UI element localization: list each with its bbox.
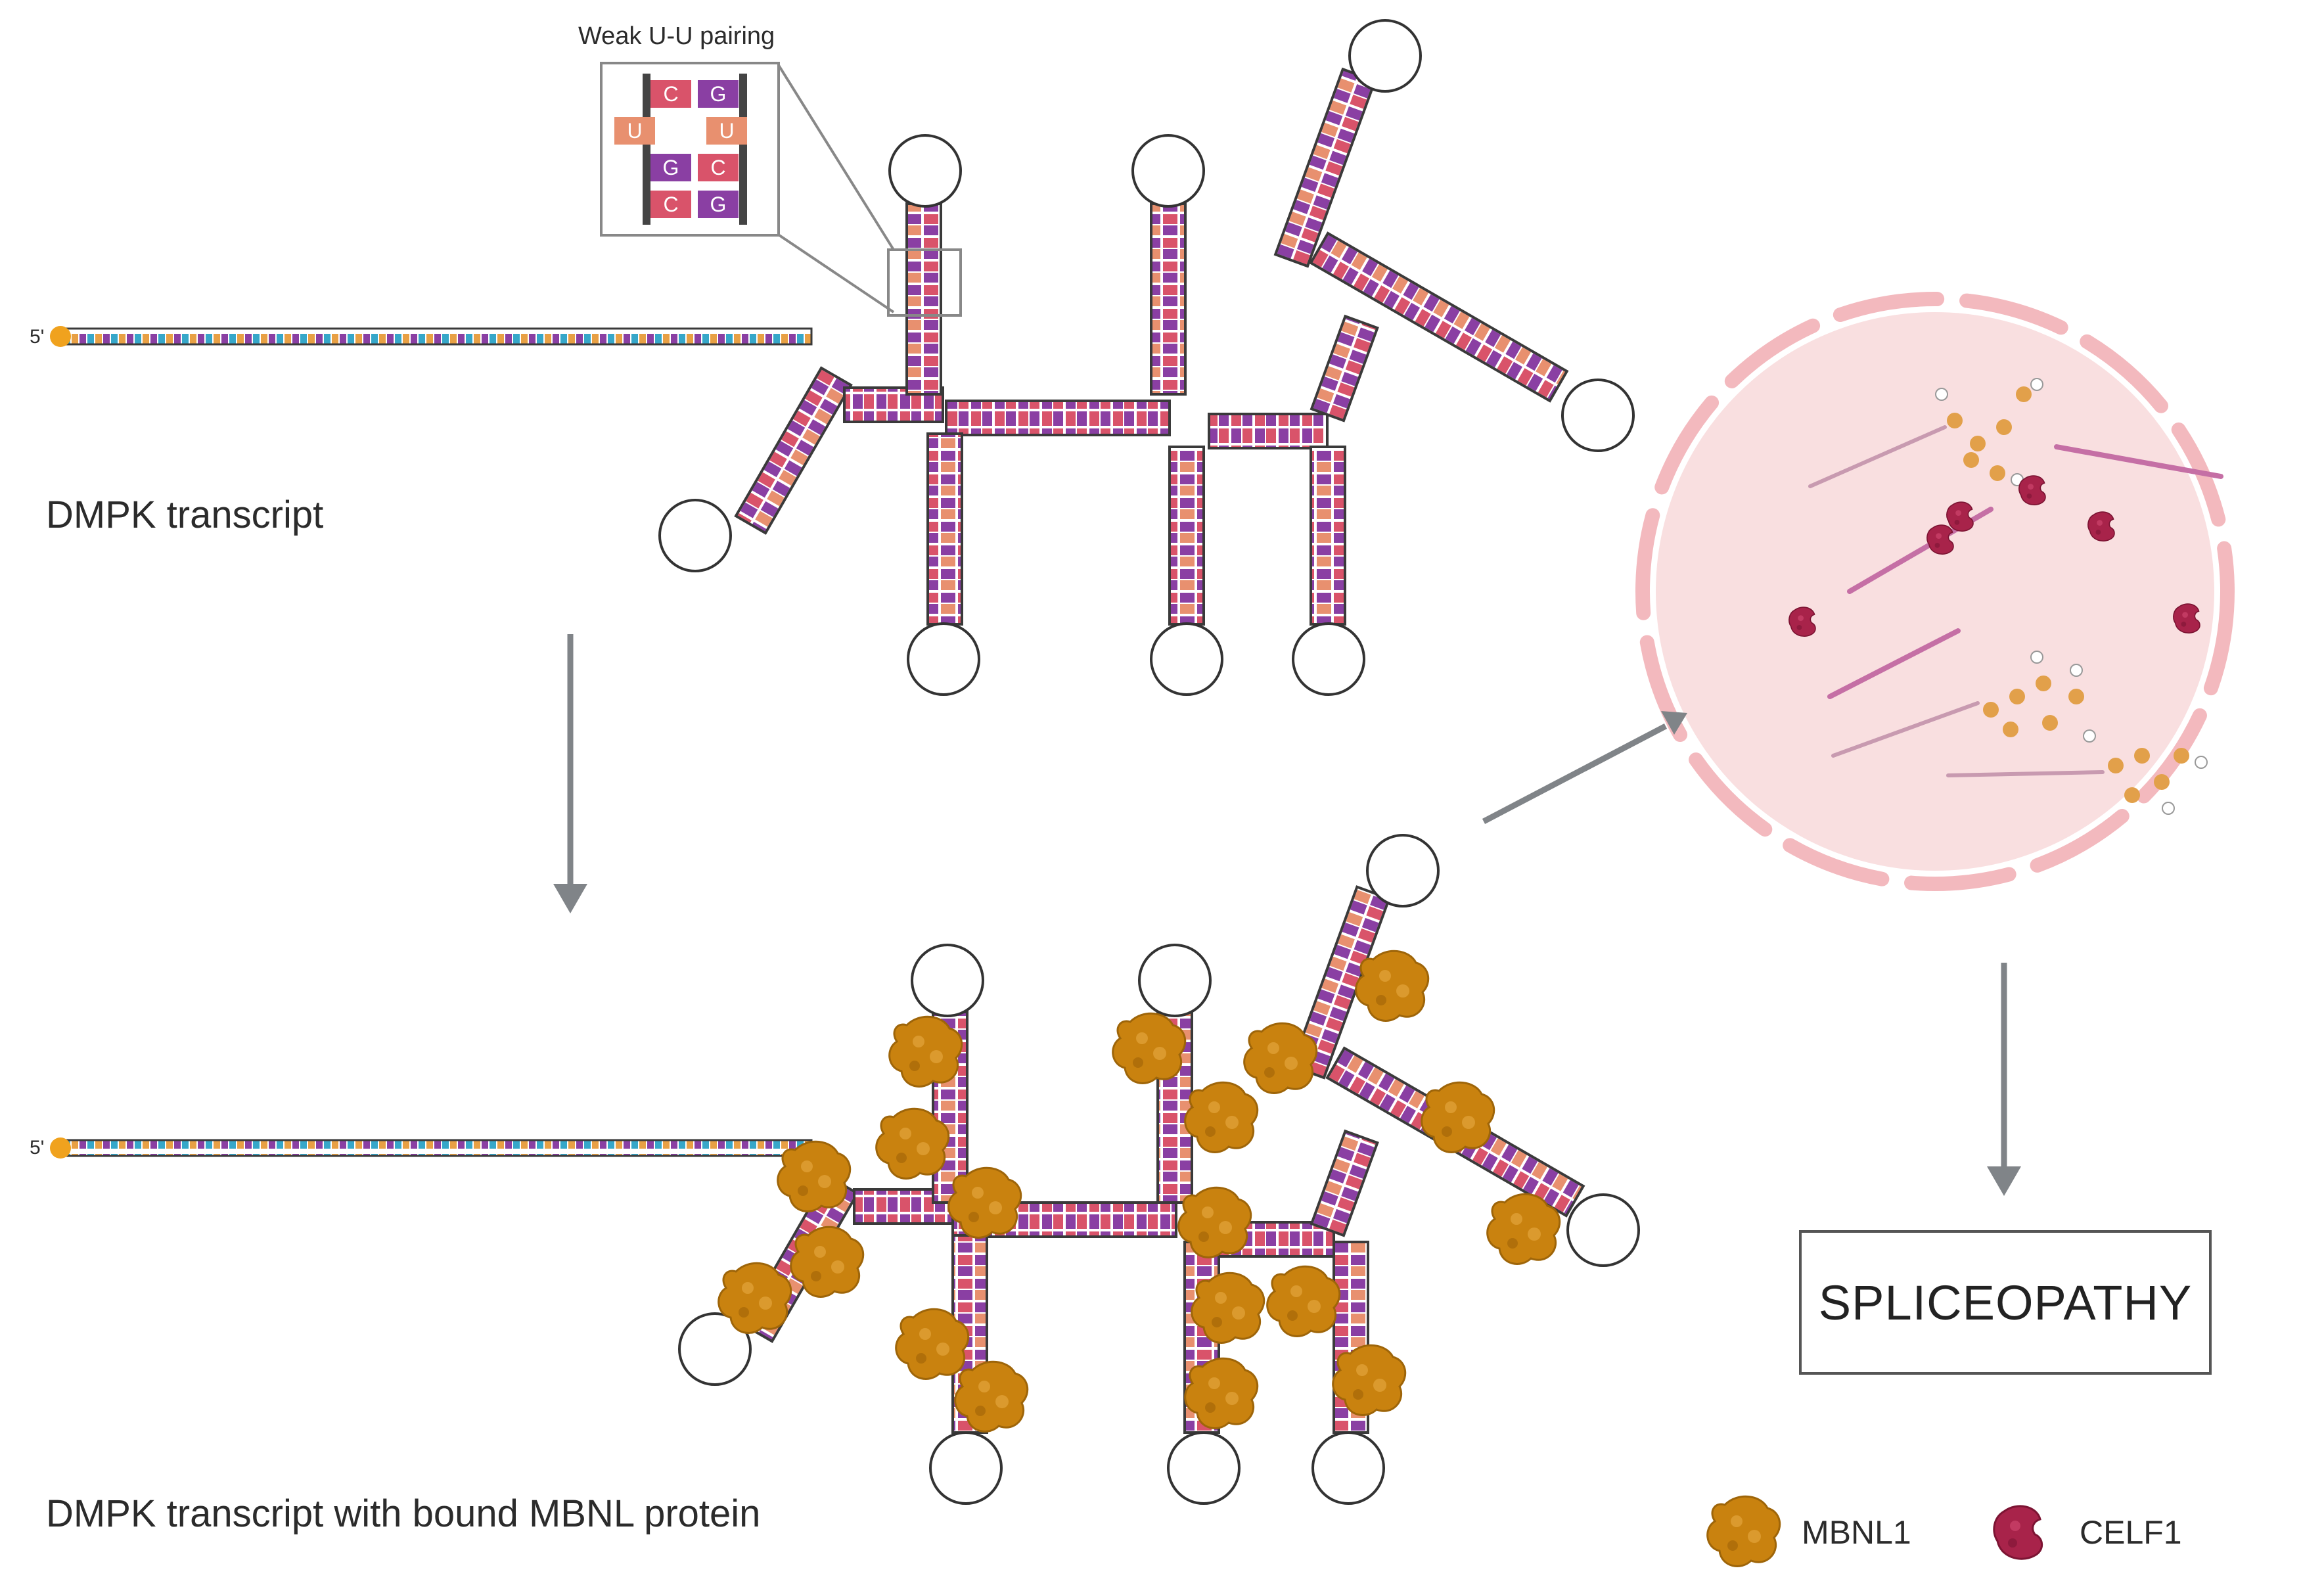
inset-base-left xyxy=(650,80,691,108)
inset-base-left-letter: C xyxy=(663,193,678,216)
rna-hairpin-bottom xyxy=(50,834,1640,1505)
legend-celf1-icon xyxy=(1993,1505,2043,1560)
spliceopathy-label: SPLICEOPATHY xyxy=(1818,1275,2193,1330)
loop xyxy=(1167,1431,1241,1505)
legend-celf1-label: CELF1 xyxy=(2080,1514,2182,1551)
inset-base-right xyxy=(698,154,739,181)
loop xyxy=(1348,19,1422,93)
label-dmpk-transcript-bound: DMPK transcript with bound MBNL protein xyxy=(46,1492,761,1535)
label-weak-uu-pairing: Weak U-U pairing xyxy=(578,22,775,50)
celf1-protein-icon xyxy=(1946,501,1974,532)
celf1-protein-icon xyxy=(2018,475,2046,506)
celf1-protein-icon xyxy=(1789,607,1816,637)
label-five-prime-top: 5' xyxy=(30,326,45,348)
loop xyxy=(1150,622,1223,696)
single-strand-top xyxy=(61,327,813,346)
single-strand-bottom xyxy=(61,1139,813,1157)
loop xyxy=(929,1431,1003,1505)
loop xyxy=(658,499,732,572)
inset-base-right-letter: G xyxy=(710,193,727,216)
loop xyxy=(1566,1193,1640,1267)
rna-hairpin-top xyxy=(50,19,1635,696)
arrows xyxy=(553,634,2021,1196)
celf1-protein-icon xyxy=(2087,511,2115,542)
inset-base-right xyxy=(698,191,739,218)
loop xyxy=(1138,944,1212,1017)
loop xyxy=(1561,379,1635,452)
loop xyxy=(1366,834,1440,907)
loop xyxy=(907,622,980,696)
loop xyxy=(1292,622,1365,696)
inset-base-left xyxy=(650,191,691,218)
celf1-protein-icon xyxy=(1926,524,1954,555)
loop xyxy=(1131,134,1205,208)
inset-base-right xyxy=(706,117,747,145)
mbnl-protein xyxy=(718,950,1561,1433)
celf1-protein-icon xyxy=(2173,603,2200,634)
loop xyxy=(911,944,984,1017)
inset-base-left-letter: C xyxy=(663,82,678,106)
loop xyxy=(888,134,962,208)
loop xyxy=(678,1312,752,1386)
inset-base-right-letter: C xyxy=(710,156,725,179)
inset-base-right-letter: U xyxy=(719,119,734,143)
five-prime-cap-bottom xyxy=(50,1137,71,1159)
nucleus xyxy=(1635,292,2235,891)
inset-base-left xyxy=(650,154,691,181)
inset-base-left xyxy=(614,117,655,145)
legend-mbnl1-label: MBNL1 xyxy=(1802,1514,1911,1551)
five-prime-cap-top xyxy=(50,326,71,347)
inset-base-left-letter: G xyxy=(663,156,679,179)
label-dmpk-transcript: DMPK transcript xyxy=(46,494,324,536)
label-five-prime-bottom: 5' xyxy=(30,1137,45,1159)
loop xyxy=(1311,1431,1385,1505)
inset-base-left-letter: U xyxy=(627,119,642,143)
inset-base-right xyxy=(698,80,739,108)
legend-mbnl1-icon xyxy=(1706,1495,1781,1567)
inset-base-right-letter: G xyxy=(710,82,727,106)
spliceopathy-box: SPLICEOPATHY xyxy=(1799,1230,2212,1375)
